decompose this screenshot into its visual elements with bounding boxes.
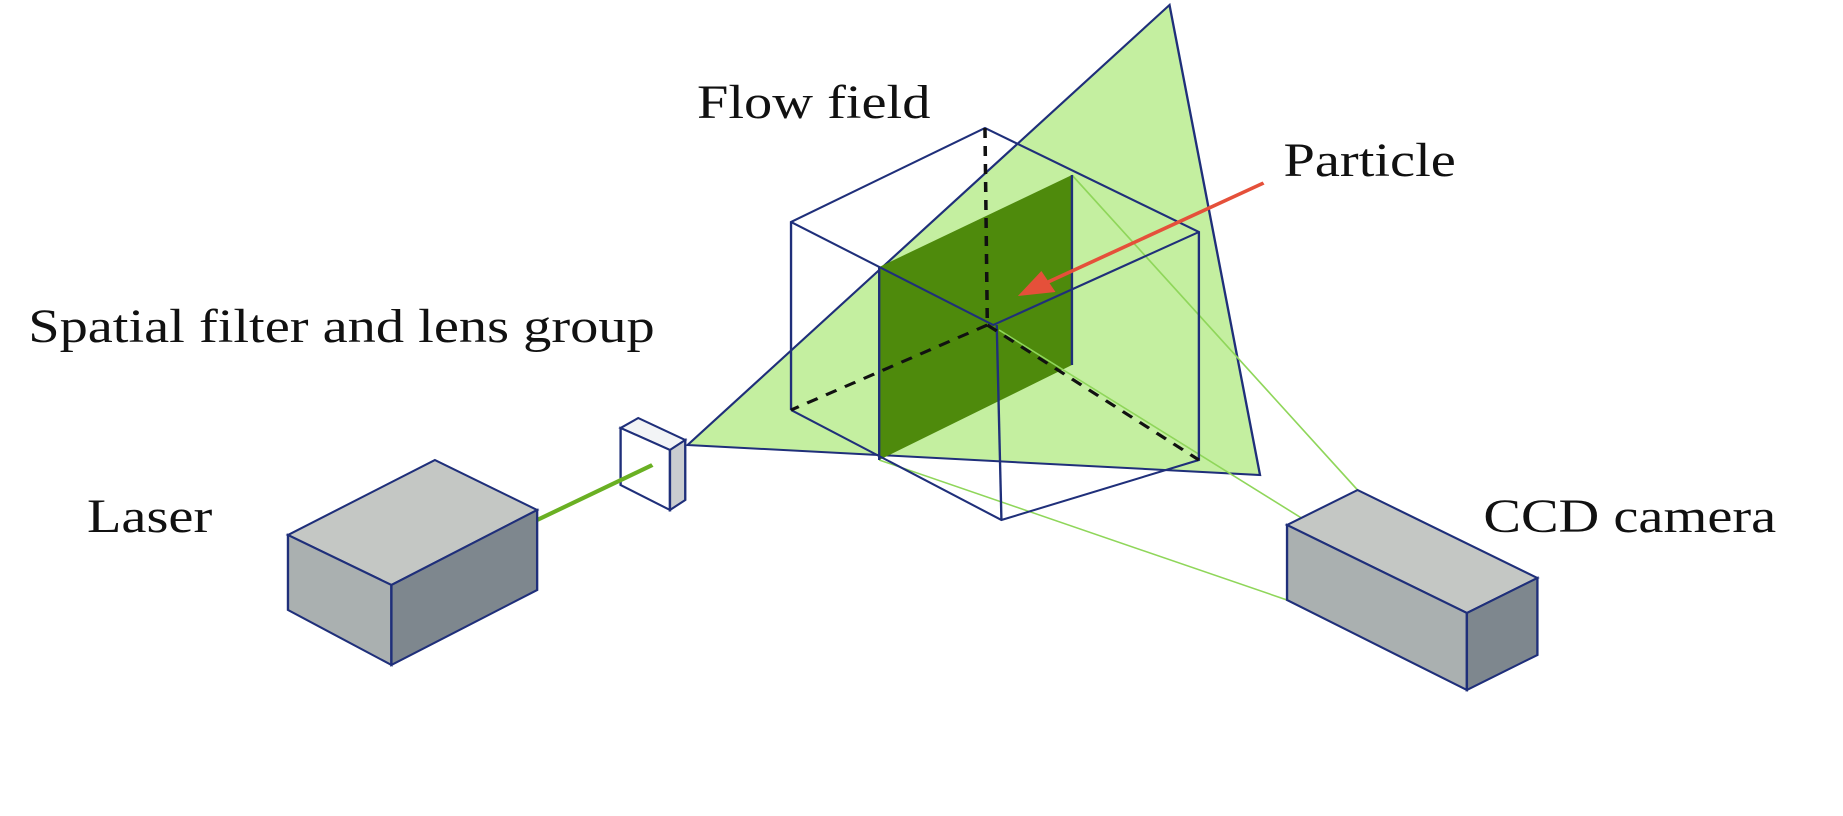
spatial-filter-lens-group <box>618 416 688 513</box>
camera-view-lines <box>878 174 1359 601</box>
label-particle: Particle <box>1284 134 1456 187</box>
label-ccd-camera: CCD camera <box>1483 490 1776 543</box>
label-flow-field: Flow field <box>697 76 930 129</box>
label-spatial-filter: Spatial filter and lens group <box>28 300 655 353</box>
measurement-plane <box>879 175 1072 460</box>
laser-box <box>285 458 540 667</box>
label-laser: Laser <box>87 490 212 543</box>
ccd-camera-box <box>1284 488 1540 692</box>
particle-arrow <box>1017 181 1265 296</box>
laser-beam <box>535 463 654 522</box>
